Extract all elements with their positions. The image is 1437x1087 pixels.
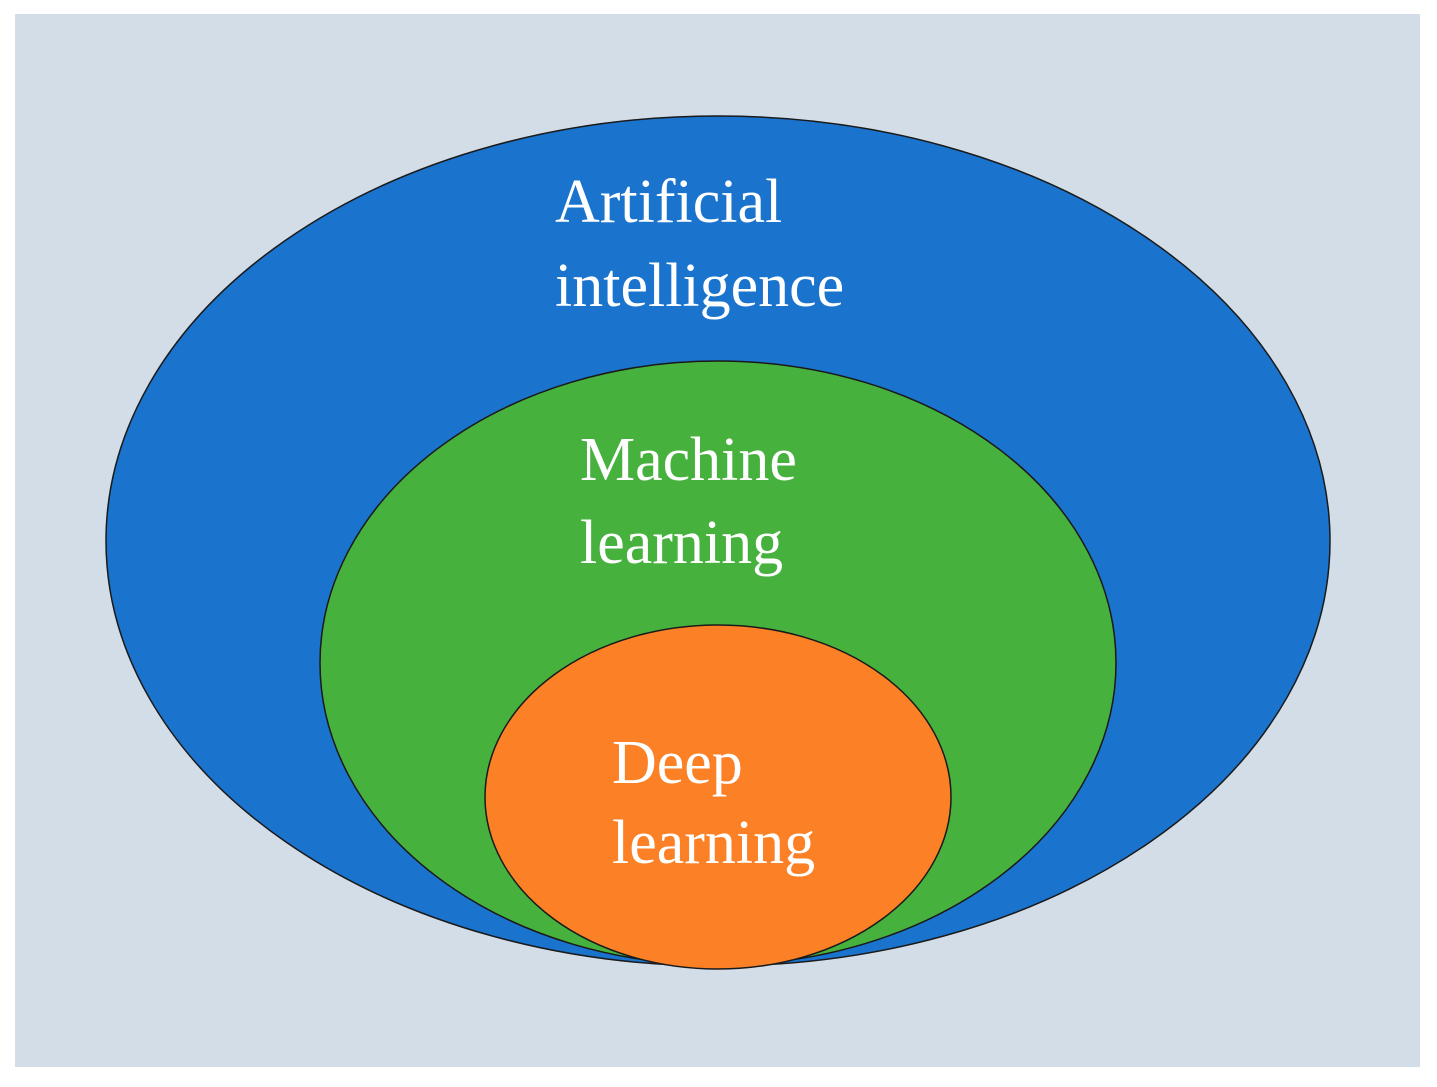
dl-label-line1: Deep [612, 729, 743, 797]
label-artificial-intelligence: Artificial intelligence [555, 168, 844, 320]
label-deep-learning: Deep learning [612, 729, 815, 877]
dl-label-line2: learning [612, 809, 815, 877]
ellipse-deep-learning [484, 624, 952, 970]
ai-label-line2: intelligence [555, 252, 844, 320]
ai-label-line1: Artificial [555, 168, 782, 236]
ml-label-line1: Machine [580, 426, 797, 494]
label-machine-learning: Machine learning [580, 426, 797, 577]
ml-label-line2: learning [580, 509, 783, 577]
